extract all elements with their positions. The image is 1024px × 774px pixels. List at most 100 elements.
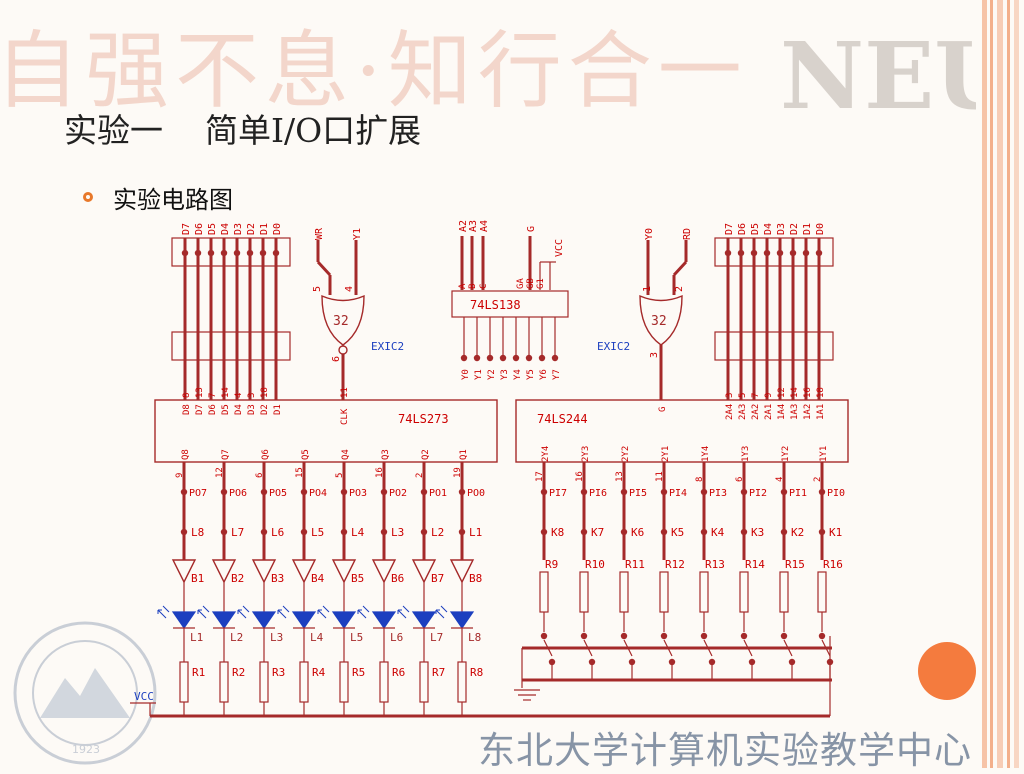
output-buffer-triangle xyxy=(371,559,397,584)
right-header-dot xyxy=(776,249,784,257)
neu-logo-text: NEU xyxy=(780,22,1014,130)
latch-q-pin-label: Q4 xyxy=(341,449,351,460)
led-diode-icon xyxy=(171,611,197,630)
led-label: L4 xyxy=(310,631,324,644)
left-header-dot xyxy=(194,249,202,257)
switch-contact-dot xyxy=(548,658,556,666)
led-light-arrows-icon xyxy=(435,605,448,619)
latch-d-pin-number: 14 xyxy=(221,387,231,398)
output-buffer-triangle xyxy=(211,559,237,584)
buffer-y-pin-number: 16 xyxy=(575,471,585,482)
led-light-arrows-icon xyxy=(277,605,290,619)
latch-d-pin-number: 7 xyxy=(208,393,218,398)
po-dot xyxy=(300,488,308,496)
k-dot xyxy=(620,528,628,536)
right-or-gate-32 xyxy=(639,294,683,346)
latch-d-pin-label: D6 xyxy=(208,404,218,415)
latch-q-pin-label: Q6 xyxy=(261,449,271,460)
left-header-pin-label: D2 xyxy=(246,223,257,235)
left-gate-pin-num: 4 xyxy=(344,286,355,292)
latch-clk-label: CLK xyxy=(340,408,350,425)
buffer-a-pin-number: 7 xyxy=(751,393,761,398)
buffer-y-pin-number: 8 xyxy=(695,477,705,482)
output-buffer-triangle xyxy=(251,559,277,584)
po-dot xyxy=(180,488,188,496)
buffer-y-pin-number: 4 xyxy=(775,477,785,482)
left-header-pin-label: D3 xyxy=(233,223,244,235)
k-dot xyxy=(818,528,826,536)
switch-resistor xyxy=(579,571,589,613)
in-port-label: PI2 xyxy=(749,488,767,499)
in-port-label: PI5 xyxy=(629,488,647,499)
in-port-label: PI3 xyxy=(709,488,727,499)
right-gate-pin-num: 1 xyxy=(642,286,653,292)
led-resistor xyxy=(259,661,269,703)
k-dot xyxy=(780,528,788,536)
in-line-label: K4 xyxy=(711,526,725,539)
l-dot xyxy=(380,528,388,536)
out-port-label: PO5 xyxy=(269,488,287,499)
out-line-label: L7 xyxy=(231,526,244,539)
switch-resistor-label: R9 xyxy=(545,558,558,571)
right-header-pin-label: D2 xyxy=(789,223,800,235)
right-header-dot xyxy=(763,249,771,257)
l-dot xyxy=(220,528,228,536)
pi-dot xyxy=(540,488,548,496)
seal-year: 1923 xyxy=(72,743,100,756)
left-header-bottom xyxy=(171,331,291,361)
switch-resistor xyxy=(739,571,749,613)
bullet-circle-icon xyxy=(83,192,93,202)
switch-resistor xyxy=(817,571,827,613)
latch-q-pin-number: 12 xyxy=(215,467,225,478)
decoder-top-pin-label: A2 xyxy=(458,220,469,232)
decoder-output-label: Y1 xyxy=(474,369,484,380)
switch-lever xyxy=(543,639,553,657)
latch-d-pin-number: 4 xyxy=(234,393,244,398)
right-gate-input-label-y0: Y0 xyxy=(644,228,655,240)
latch-q-pin-label: Q1 xyxy=(459,449,469,460)
latch-d-pin-number: 3 xyxy=(247,393,257,398)
led-diode-icon xyxy=(449,611,475,630)
output-buffer-label: B7 xyxy=(431,572,444,585)
led-diode-icon xyxy=(291,611,317,630)
decoder-input-pin-label: GA xyxy=(516,278,526,289)
led-resistor-label: R7 xyxy=(432,666,445,679)
l-dot xyxy=(260,528,268,536)
right-header-bottom xyxy=(714,331,834,361)
switch-resistor xyxy=(619,571,629,613)
right-header-dot xyxy=(737,249,745,257)
in-line-label: K6 xyxy=(631,526,644,539)
out-line-label: L3 xyxy=(391,526,404,539)
buffer-y-pin-label: 1Y1 xyxy=(819,446,829,462)
latch-q-pin-number: 16 xyxy=(375,467,385,478)
decoder-input-pin-label: B xyxy=(468,284,478,289)
right-header-pin-label: D4 xyxy=(763,223,774,235)
l-dot xyxy=(300,528,308,536)
decoder-vcc-label: VCC xyxy=(554,239,565,257)
switch-contact-dot xyxy=(740,632,748,640)
latch-q-pin-number: 15 xyxy=(295,467,305,478)
led-resistor-label: R5 xyxy=(352,666,365,679)
switch-resistor-label: R10 xyxy=(585,558,605,571)
buffer-a-pin-label: 1A4 xyxy=(777,404,787,420)
decoder-output-label: Y4 xyxy=(513,369,523,380)
led-resistor-label: R8 xyxy=(470,666,483,679)
left-header-dot xyxy=(207,249,215,257)
led-label: L1 xyxy=(190,631,203,644)
output-buffer-label: B4 xyxy=(311,572,325,585)
in-port-label: PI1 xyxy=(789,488,807,499)
led-resistor xyxy=(299,661,309,703)
buffer-74ls244 xyxy=(515,399,849,463)
switch-lever xyxy=(821,639,831,657)
left-header-pin-label: D1 xyxy=(259,223,270,235)
vcc-label: VCC xyxy=(134,690,154,703)
switch-contact-dot xyxy=(660,632,668,640)
output-buffer-triangle xyxy=(331,559,357,584)
latch-d-pin-label: D1 xyxy=(273,404,283,415)
wire xyxy=(672,260,688,277)
switch-resistor-label: R15 xyxy=(785,558,805,571)
right-gate-pin-num: 2 xyxy=(674,286,685,292)
out-line-label: L5 xyxy=(311,526,324,539)
led-label: L6 xyxy=(390,631,403,644)
